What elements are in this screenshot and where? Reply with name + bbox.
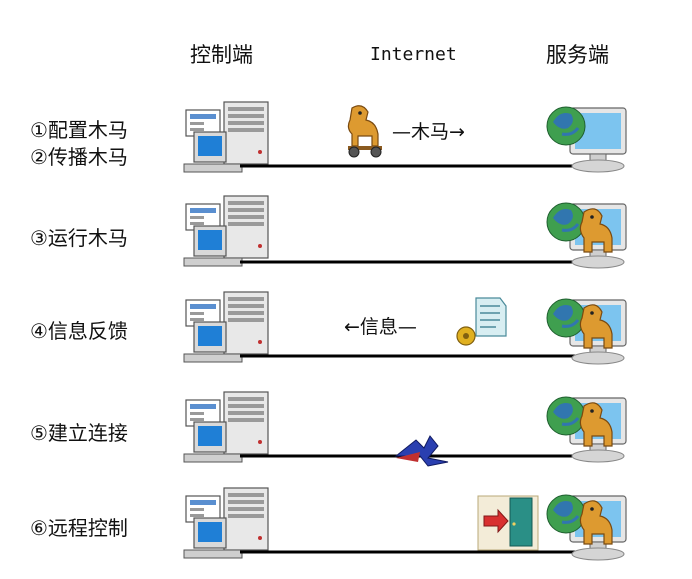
row-run-trojan [183,195,628,270]
controller-computer-icon [183,195,269,267]
row-remote-control [183,487,628,562]
step-label-remote-control: ⑥远程控制 [30,516,128,540]
column-title-internet: Internet [370,44,457,65]
row-establish-connection [183,391,628,467]
document-gear-icon [456,297,507,346]
step-label-spread-trojan: ②传播木马 [30,145,128,169]
controller-computer-icon [183,391,269,463]
step-label-info-feedback: ④信息反馈 [30,319,128,343]
step-label-run-trojan: ③运行木马 [30,226,128,250]
trojan-horse-icon [347,105,383,158]
controller-computer-icon [183,101,269,173]
column-title-controller: 控制端 [190,43,253,67]
message-info-returned: ←信息— [344,316,417,338]
row-spread-trojan: —木马→ [183,101,628,174]
door-arrow-icon [477,495,539,551]
step-label-establish-connection: ⑤建立连接 [30,421,128,445]
network-connector-icon [394,435,449,467]
row-info-feedback: ←信息— [183,291,628,366]
step-label-configure-trojan: ①配置木马 [30,118,128,142]
controller-computer-icon [183,487,269,559]
controller-computer-icon [183,291,269,363]
server-computer-icon [545,105,628,174]
message-trojan-sent: —木马→ [392,121,465,143]
column-title-server: 服务端 [546,43,609,67]
